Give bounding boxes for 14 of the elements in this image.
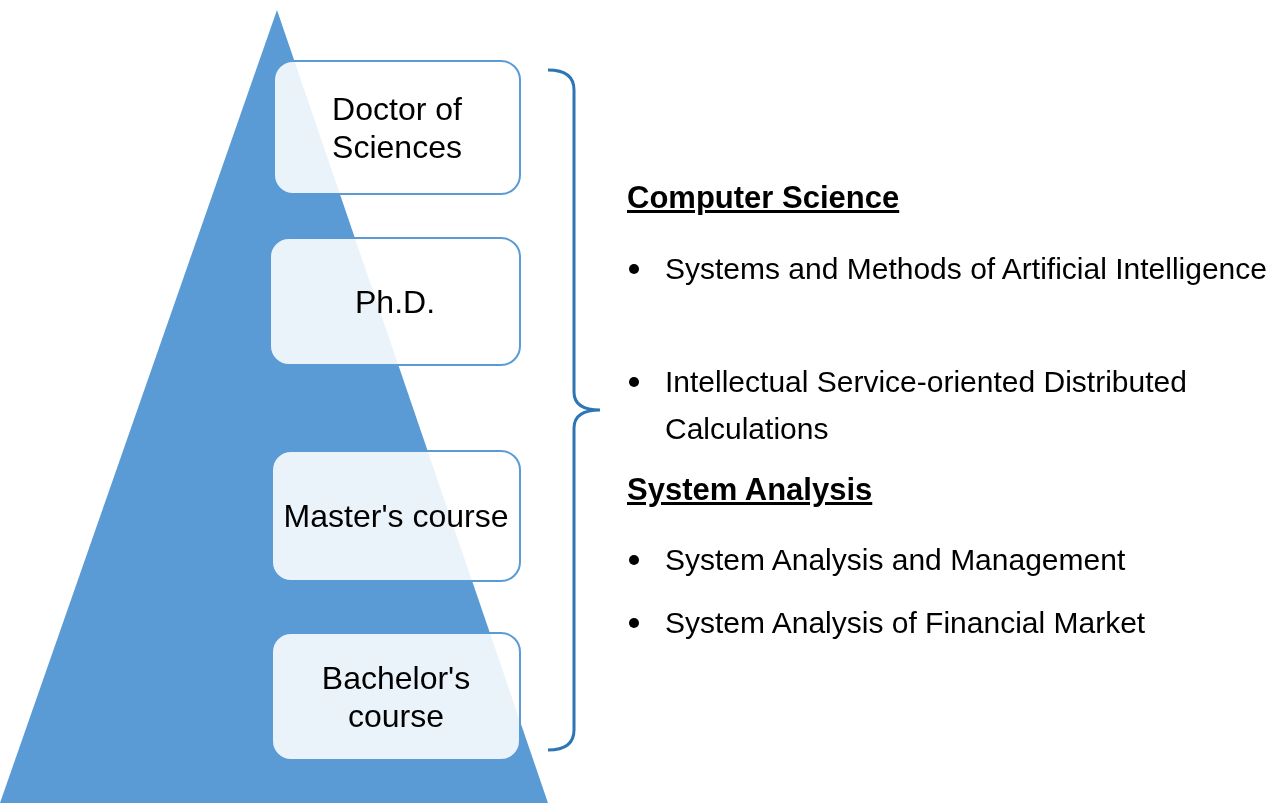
section-heading: Computer Science <box>627 180 900 216</box>
level-label: Doctor of Sciences <box>331 89 463 166</box>
list-item: System Analysis of Financial Market <box>665 605 1147 641</box>
level-label: Master's course <box>283 497 509 535</box>
level-label: Bachelor's course <box>320 658 472 735</box>
level-box <box>271 450 521 582</box>
level-box <box>273 60 521 195</box>
section-heading: System Analysis <box>627 472 873 508</box>
level-box <box>269 237 521 366</box>
level-box <box>271 632 521 761</box>
list-item: Intellectual Service-oriented Distributed Calculations <box>665 364 1188 447</box>
list-item: Systems and Methods of Artificial Intelligence <box>665 251 1268 287</box>
list-item: System Analysis and Management <box>665 542 1127 578</box>
level-label: Ph.D. <box>355 282 435 321</box>
